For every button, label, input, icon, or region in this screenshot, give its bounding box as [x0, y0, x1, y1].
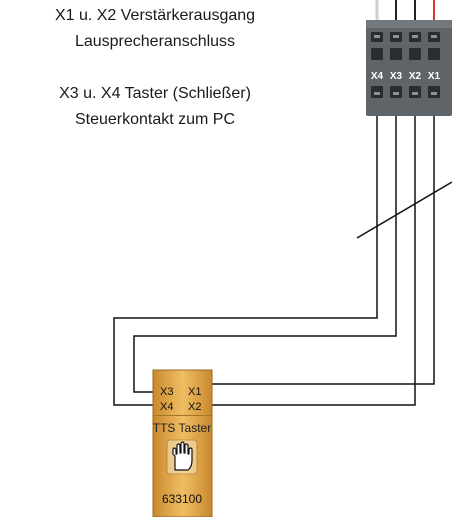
terminal-label-x3: X3 — [390, 71, 403, 82]
wire-x2 — [206, 116, 416, 406]
button-module: X3 X4 X1 X2 TTS Taster 633100 — [152, 369, 213, 517]
pin-label-x1: X1 — [188, 386, 201, 398]
cut-mark — [356, 181, 452, 239]
note-pc-control: Steuerkontakt zum PC — [74, 111, 236, 128]
pin-label-x4: X4 — [160, 401, 173, 413]
terminal-block: X4 X3 X2 X1 — [366, 20, 452, 116]
pin-label-x3: X3 — [160, 386, 173, 398]
wire-x1 — [206, 116, 435, 385]
terminal-label-x1: X1 — [428, 71, 441, 82]
note-speaker-connection: Lausprecheranschluss — [74, 33, 236, 50]
module-name: TTS Taster — [153, 421, 211, 435]
hand-icon — [166, 439, 198, 475]
pin-label-x2: X2 — [188, 401, 201, 413]
part-number: 633100 — [162, 492, 202, 506]
terminal-label-x4: X4 — [371, 71, 384, 82]
wire-x4 — [113, 116, 378, 406]
terminal-label-x2: X2 — [409, 71, 422, 82]
wire-x3 — [133, 116, 397, 393]
note-amplifier-output: X1 u. X2 Verstärkerausgang — [54, 7, 256, 24]
note-button-contact: X3 u. X4 Taster (Schließer) — [59, 85, 251, 102]
cable-bundle — [113, 116, 435, 406]
